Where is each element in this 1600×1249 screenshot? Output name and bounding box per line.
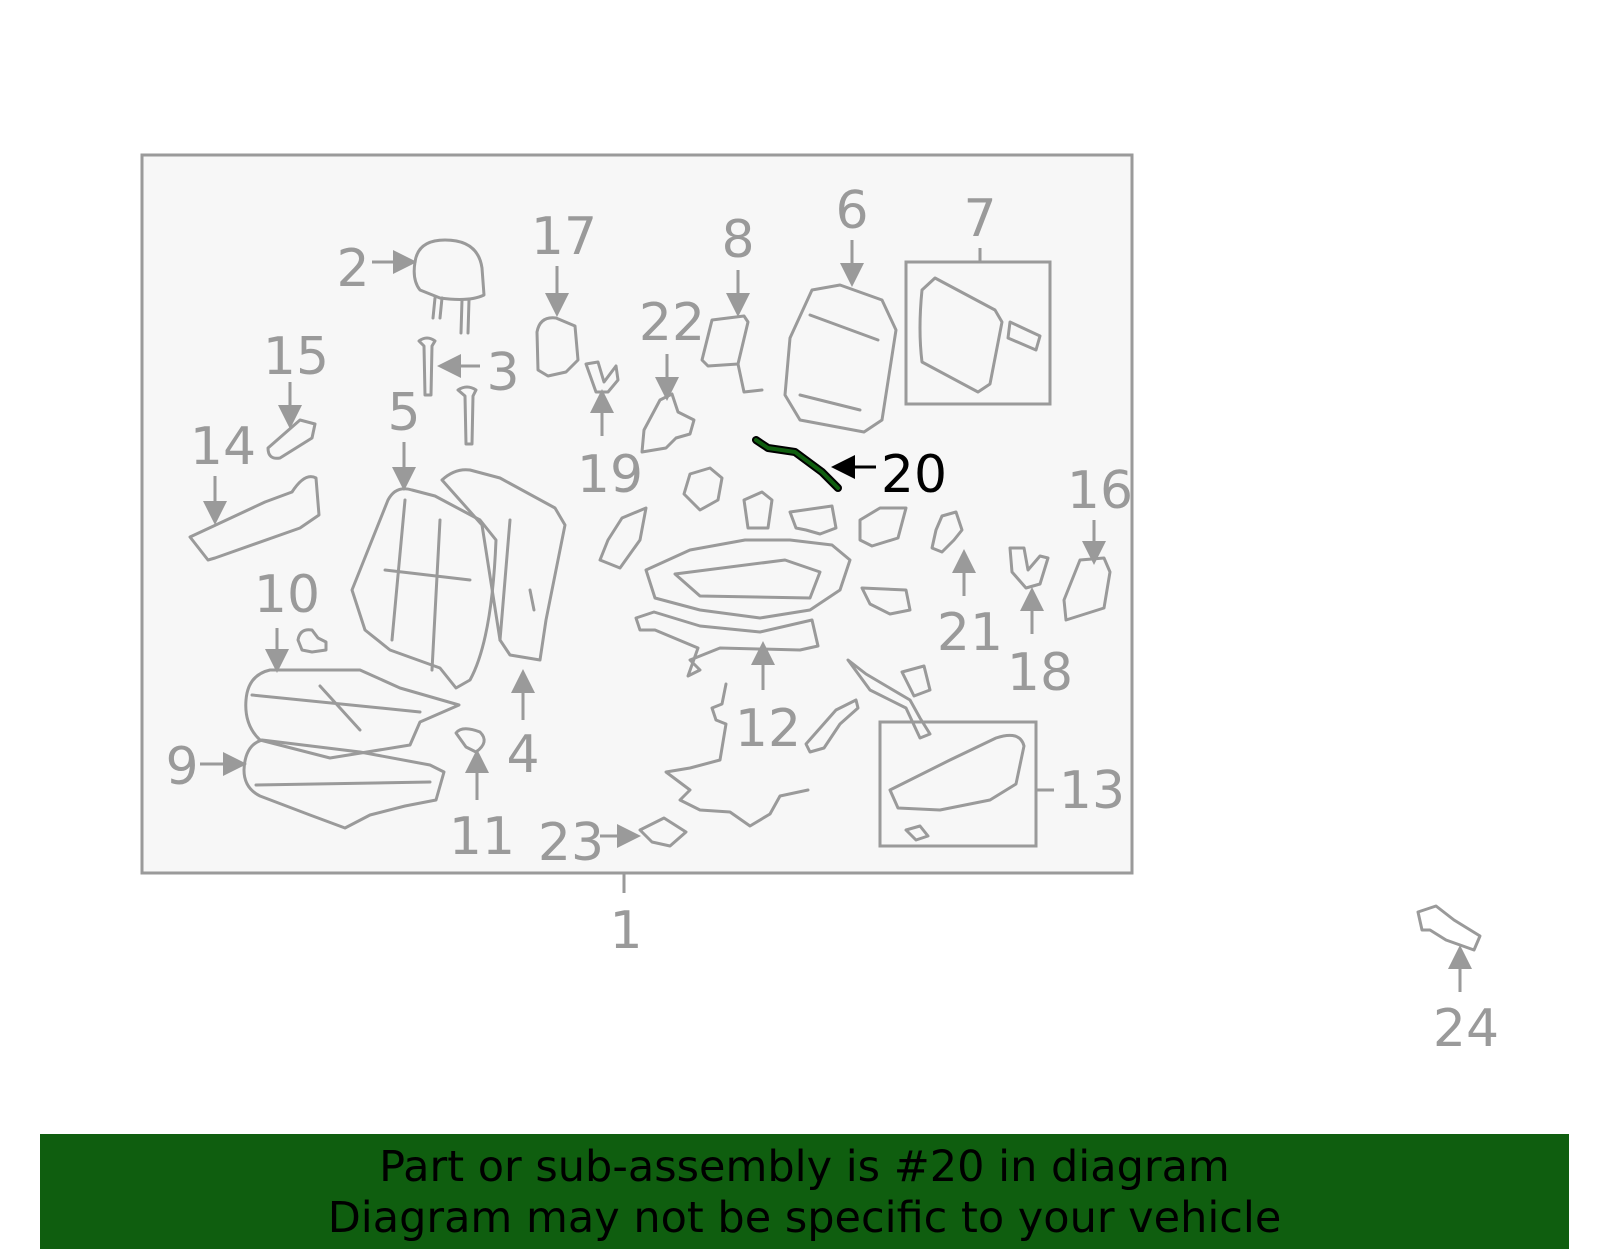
callout-21: 21 [937,603,1003,663]
part-bracket-a[interactable] [788,504,838,536]
part-3-guides[interactable] [417,336,478,446]
part-24-clip[interactable] [1416,904,1482,952]
part-buckle[interactable] [846,658,932,740]
callout-22: 22 [639,293,705,353]
part-13-shield[interactable] [888,733,1026,812]
part-15-knob[interactable] [266,418,317,460]
callout-3: 3 [486,343,519,403]
banner-line-2: Diagram may not be specific to your vehi… [327,1193,1282,1243]
part-4-pad[interactable] [440,468,567,662]
part-12-track[interactable] [598,466,852,678]
callout-7: 7 [963,189,996,249]
part-bracket-c[interactable] [860,586,912,616]
part-18-clip[interactable] [1008,546,1050,590]
callout-6: 6 [835,181,868,241]
part-22-bracket[interactable] [640,392,696,454]
callout-20-highlighted: 20 [881,445,947,505]
info-banner: Part or sub-assembly is #20 in diagram D… [40,1134,1569,1249]
part-bracket-d[interactable] [804,698,860,754]
banner-line-1: Part or sub-assembly is #20 in diagram [379,1142,1230,1192]
callout-23: 23 [538,813,604,873]
part-13-box [878,720,1038,848]
callout-16: 16 [1067,461,1133,521]
callout-8: 8 [721,210,754,270]
callout-1: 1 [609,901,642,961]
callout-2: 2 [336,239,369,299]
callout-10: 10 [254,565,320,625]
part-6-frame[interactable] [783,283,898,434]
callout-24: 24 [1433,999,1499,1059]
part-9-cushion[interactable] [242,668,461,830]
leader-arrows [200,240,1472,992]
callout-4: 4 [506,725,539,785]
part-7-box [904,260,1052,406]
part-7-panel[interactable] [918,276,1004,394]
callout-17: 17 [531,207,597,267]
callout-15: 15 [263,327,329,387]
part-10-screw[interactable] [296,628,328,654]
part-2-headrest[interactable] [412,238,486,335]
callout-9: 9 [165,737,198,797]
part-17-cover[interactable] [535,316,580,378]
callout-19: 19 [577,445,643,505]
callout-12: 12 [735,699,801,759]
part-23-harness[interactable] [638,682,810,848]
part-14-shield[interactable] [188,475,321,562]
callout-13: 13 [1059,761,1125,821]
callout-18: 18 [1007,643,1073,703]
callout-14: 14 [190,417,256,477]
callout-11: 11 [449,807,515,867]
callout-5: 5 [387,383,420,443]
part-21-clip[interactable] [930,510,964,554]
part-bracket-b[interactable] [858,506,908,548]
